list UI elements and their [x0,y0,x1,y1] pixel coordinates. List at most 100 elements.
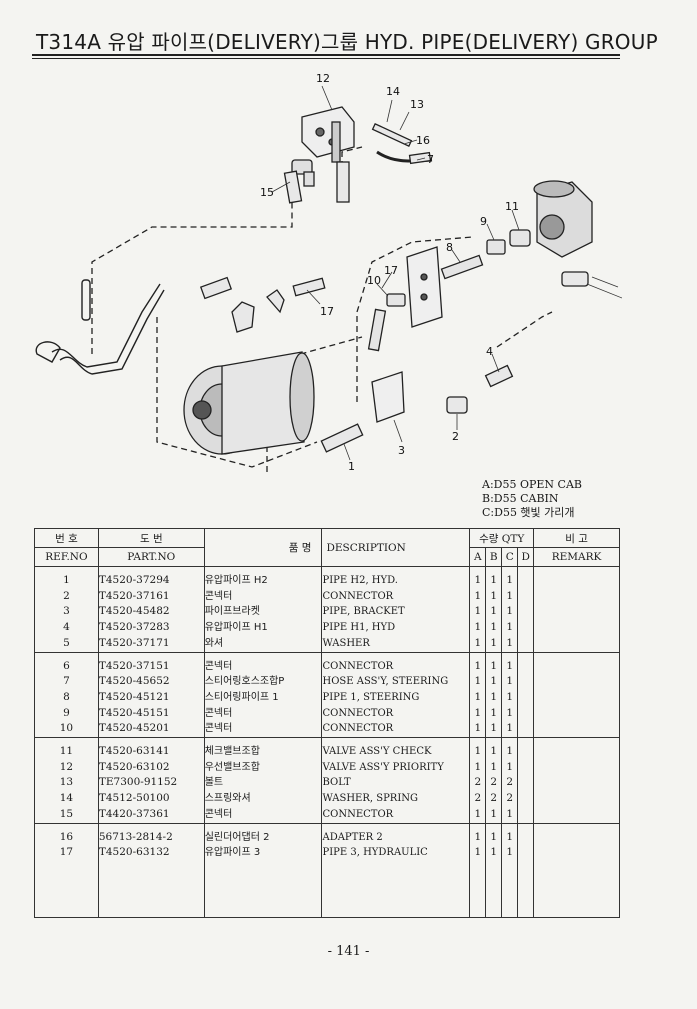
cell-b: 1 [485,689,503,706]
header-name-kor: 품 명 [203,528,323,567]
cell-b: 1 [485,806,503,824]
legend: A:D55 OPEN CAB B:D55 CABIN C:D55 햇빛 가리개 [482,478,582,520]
callout-label: 2 [452,430,459,443]
cell-b: 1 [485,721,503,739]
cell-remark [533,829,620,846]
cell-desc: HOSE ASS'Y, STEERING [321,674,471,690]
cell-c: 1 [501,759,519,776]
cell-ref: 4 [34,620,99,636]
cell-remark [533,775,620,792]
header-part-eng: PART.NO [97,547,205,567]
cell-remark [533,791,620,807]
cell-b: 1 [485,604,503,621]
cell-d [517,705,535,722]
cell-b: 1 [485,829,503,846]
cell-part-no: T4512-50100 [97,791,205,807]
cell-name: 스프링와셔 [203,791,323,807]
cell-name: 콘넥터 [203,658,323,675]
header-qty-c: C [501,547,519,567]
cell-a: 1 [469,705,487,722]
cell-desc: PIPE 1, STEERING [321,689,471,706]
callout-label: 10 [367,274,381,287]
cell-c: 1 [501,674,519,690]
cell-name: 체크밸브조합 [203,744,323,760]
cell-remark [533,620,620,636]
exploded-parts-diagram: 1 2 3 4 5 6 7 8 9 10 11 12 13 14 15 16 1… [35,72,622,473]
cell-part-no: TE7300-91152 [97,775,205,792]
cell-part-no: T4520-63141 [97,744,205,760]
cell-remark [533,705,620,722]
cell-name: 실린더어댑터 2 [203,829,323,846]
cell-part-no: T4520-45151 [97,705,205,722]
cell-desc: WASHER [321,635,471,653]
cell-name: 콘넥터 [203,588,323,605]
callout-label: 4 [486,345,493,358]
cell-a: 1 [469,620,487,636]
cell-remark [533,674,620,690]
cell-part-no: T4520-37283 [97,620,205,636]
callout-label: 9 [480,215,487,228]
cell-part-no: 56713-2814-2 [97,829,205,846]
cell-ref: 7 [34,674,99,690]
cell-remark [533,573,620,589]
cell-a: 1 [469,829,487,846]
cell-d [517,775,535,792]
cell-name: 유압파이프 H2 [203,573,323,589]
cell-part-no: T4420-37361 [97,806,205,824]
cell-b: 1 [485,759,503,776]
cell-d [517,845,535,861]
page-title: T314A 유압 파이프(DELIVERY)그룹 HYD. PIPE(DELIV… [36,30,658,54]
cell-ref: 15 [34,806,99,824]
cell-desc: VALVE ASS'Y CHECK [321,744,471,760]
cell-remark [533,744,620,760]
cell-c: 1 [501,744,519,760]
cell-remark [533,689,620,706]
header-description: DESCRIPTION [321,528,471,567]
cell-a: 2 [469,775,487,792]
cell-c: 2 [501,775,519,792]
cell-c: 2 [501,791,519,807]
callout-label: 11 [505,200,519,213]
cell-d [517,721,535,739]
cell-ref: 2 [34,588,99,605]
cell-part-no: T4520-45482 [97,604,205,621]
callout-label: 12 [316,72,330,85]
cell-a: 1 [469,573,487,589]
cell-desc: BOLT [321,775,471,792]
cell-c: 1 [501,845,519,861]
header-qty-d: D [517,547,535,567]
cell-d [517,573,535,589]
cell-part-no: T4520-63102 [97,759,205,776]
cell-name: 콘넥터 [203,806,323,824]
cell-ref: 5 [34,635,99,653]
cell-name: 스티어링호스조합P [203,674,323,690]
cell-b: 1 [485,635,503,653]
cell-part-no: T4520-37171 [97,635,205,653]
cell-d [517,829,535,846]
cell-ref: 12 [34,759,99,776]
cell-ref: 10 [34,721,99,739]
cell-a: 2 [469,791,487,807]
cell-remark [533,806,620,824]
cell-b: 1 [485,573,503,589]
cell-b: 1 [485,674,503,690]
legend-b: B:D55 CABIN [482,492,559,505]
cell-b: 1 [485,658,503,675]
cell-remark [533,635,620,653]
header-remark-eng: REMARK [533,547,620,567]
legend-c: C:D55 햇빛 가리개 [482,506,575,519]
header-qty-b: B [485,547,503,567]
cell-ref: 1 [34,573,99,589]
